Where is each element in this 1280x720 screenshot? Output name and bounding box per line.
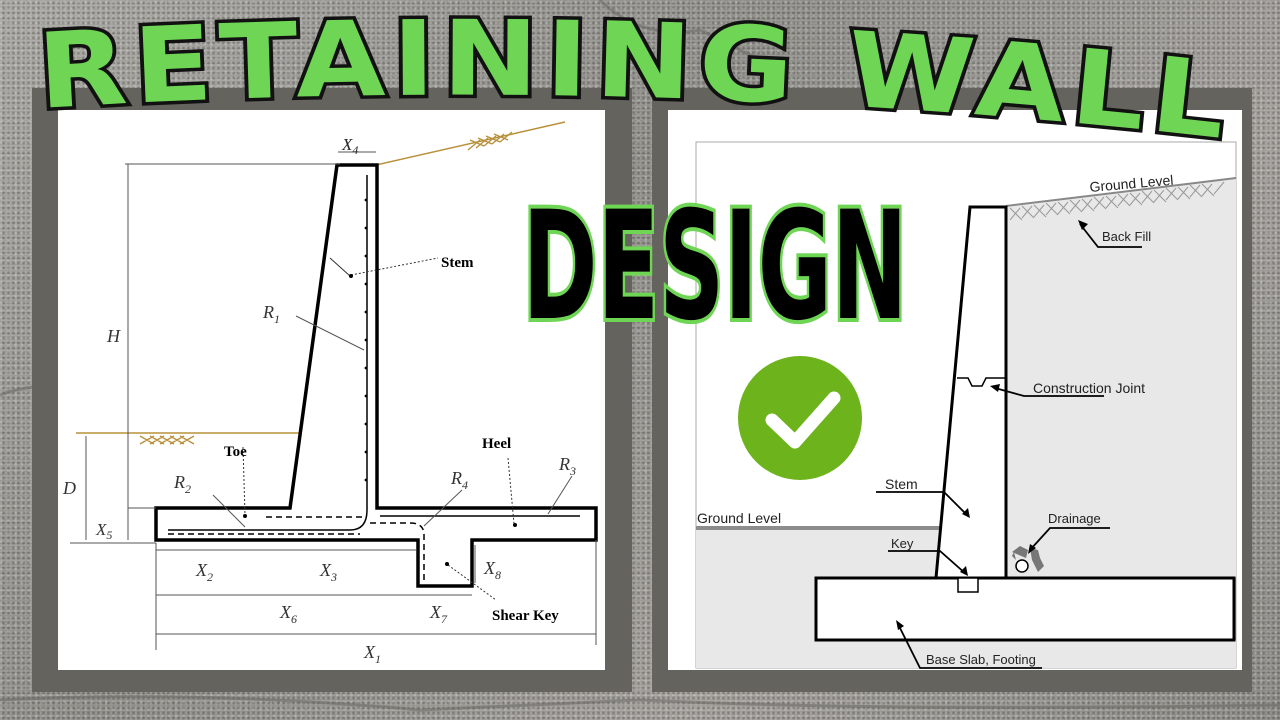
leader-lines <box>876 223 1142 669</box>
label-x7: X7 <box>429 602 448 626</box>
label-x5: X5 <box>95 520 112 542</box>
label-x6: X6 <box>279 602 297 626</box>
stem-point <box>349 274 353 278</box>
label-key: Key <box>891 536 914 551</box>
label-x1: X1 <box>363 642 381 666</box>
stem-leader <box>350 257 439 276</box>
construction-joint-shape <box>957 377 1006 387</box>
label-x4: X4 <box>341 135 358 157</box>
key-shape <box>957 577 979 593</box>
shear-key-point <box>445 562 449 566</box>
stem-rebar-ticks <box>364 198 368 482</box>
backfill-hatch <box>467 131 513 151</box>
dimension-lines <box>70 151 597 650</box>
label-toe: Toe <box>224 444 247 460</box>
toe-rebar <box>168 509 368 531</box>
wall-components-diagram: Ground Level Back Fill Construction Join… <box>695 141 1237 669</box>
label-d: D <box>62 478 76 498</box>
front-soil <box>696 528 1236 668</box>
right-diagram-panel: Ground Level Back Fill Construction Join… <box>668 110 1242 670</box>
label-shear-key: Shear Key <box>492 608 559 624</box>
ground-level-top-line <box>1005 177 1237 207</box>
base-slab-outline <box>814 576 1236 642</box>
backfill-hatch <box>1009 181 1225 221</box>
leader-arrowheads <box>896 220 1088 630</box>
label-r4: R4 <box>450 468 468 492</box>
label-r3: R3 <box>558 454 576 478</box>
heel-leader <box>507 457 515 525</box>
shear-key-leader <box>447 564 497 601</box>
label-back-fill: Back Fill <box>1102 229 1151 244</box>
toe-hatch <box>139 435 195 445</box>
backfill-soil <box>1006 178 1236 578</box>
label-x8: X8 <box>483 558 501 582</box>
label-r2: R2 <box>173 472 191 496</box>
label-stem: Stem <box>885 476 918 492</box>
heel-point <box>513 523 517 527</box>
label-stem: Stem <box>441 255 474 271</box>
label-h: H <box>106 326 121 346</box>
left-diagram-panel: X4 Stem H R1 Toe Heel D R2 R3 R4 X5 X2 X… <box>58 110 605 670</box>
label-x2: X2 <box>195 560 213 584</box>
label-r1: R1 <box>262 302 280 326</box>
label-heel: Heel <box>482 436 511 452</box>
label-ground-level-top: Ground Level <box>1089 172 1174 195</box>
label-x3: X3 <box>319 560 337 584</box>
drainage-gravel <box>1012 546 1044 573</box>
backfill-ground-line <box>375 121 566 166</box>
label-drainage: Drainage <box>1048 511 1101 526</box>
label-ground-level-left: Ground Level <box>697 510 781 526</box>
label-construction-joint: Construction Joint <box>1033 380 1145 396</box>
key-rebar <box>370 522 425 580</box>
label-base-slab: Base Slab, Footing <box>926 652 1036 667</box>
toe-leader <box>242 446 246 516</box>
toe-point <box>243 514 247 518</box>
cantilever-wall-diagram: X4 Stem H R1 Toe Heel D R2 R3 R4 X5 X2 X… <box>62 121 598 666</box>
